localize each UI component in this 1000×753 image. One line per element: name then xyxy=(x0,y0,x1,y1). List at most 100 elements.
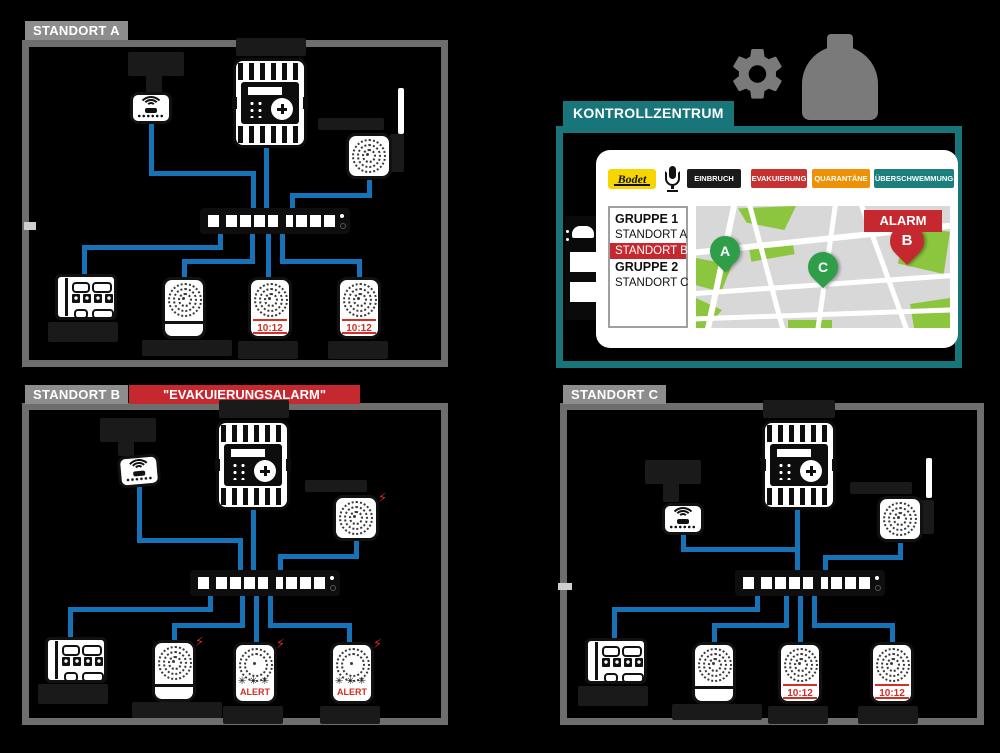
cable xyxy=(182,259,255,264)
speaker-rings xyxy=(703,653,727,677)
speaker-rings xyxy=(698,648,732,682)
speaker-rings xyxy=(883,502,917,536)
clock-navpad xyxy=(271,98,293,120)
cable xyxy=(268,623,352,628)
label-blob xyxy=(318,118,384,130)
label-blob xyxy=(38,684,108,704)
map-park xyxy=(738,206,796,230)
cable xyxy=(251,171,256,210)
border-connector xyxy=(24,222,36,230)
intercom-key xyxy=(95,657,103,666)
intercom-pill xyxy=(622,646,642,657)
cable xyxy=(795,508,800,572)
speaker-rings xyxy=(789,653,813,677)
alarm-button-evakuierung[interactable]: EVAKUIERUNG xyxy=(751,169,807,188)
label-blob xyxy=(320,706,380,724)
alarm-button-einbruch[interactable]: EINBRUCH xyxy=(687,169,741,188)
list-item-standort-b[interactable]: STANDORT B xyxy=(610,243,688,259)
speaker-clock: 10:12 xyxy=(870,642,914,704)
list-item-gruppe1[interactable]: GRUPPE 1 xyxy=(615,212,679,226)
speaker-center xyxy=(350,662,353,665)
cable xyxy=(82,245,87,275)
cable xyxy=(798,596,803,642)
map-pin-c[interactable]: C xyxy=(801,245,845,289)
switch-led xyxy=(340,214,344,218)
cable xyxy=(367,180,372,198)
site-a-box xyxy=(22,40,448,367)
cable xyxy=(354,541,359,559)
cable xyxy=(812,596,817,628)
cable xyxy=(712,623,717,642)
speaker-rings xyxy=(893,512,907,526)
speaker-rings xyxy=(352,139,386,173)
intercom-key xyxy=(602,658,610,667)
ceiling-speaker xyxy=(152,640,196,702)
clock-display xyxy=(777,449,811,457)
ceiling-speaker xyxy=(162,277,206,339)
label-blob xyxy=(763,400,835,418)
intercom-key xyxy=(73,657,81,666)
cable xyxy=(172,623,177,640)
cable xyxy=(254,596,259,642)
microphone-icon[interactable] xyxy=(664,166,680,193)
cable xyxy=(82,245,223,250)
intercom-panel xyxy=(55,274,117,320)
site-c-label: STANDORT C xyxy=(563,385,667,404)
network-switch xyxy=(190,570,340,596)
intercom-pill xyxy=(602,646,620,657)
label-blob xyxy=(850,482,912,494)
cable xyxy=(290,193,295,210)
cable xyxy=(172,623,245,628)
mic-arc xyxy=(665,171,680,186)
speaker-rings xyxy=(178,293,192,307)
speaker-rings xyxy=(173,288,197,312)
cable xyxy=(347,623,352,642)
intercom-key xyxy=(635,658,643,667)
port-gap xyxy=(813,576,821,590)
cable xyxy=(250,234,255,264)
intercom-pill xyxy=(92,309,114,319)
alarm-flash-icon: ⚡ xyxy=(276,637,286,652)
clock-keys xyxy=(231,462,247,480)
intercom-pill xyxy=(82,645,102,656)
clock-stripes xyxy=(221,488,285,505)
speaker-rings xyxy=(254,283,288,317)
alarm-button-ueberschwemmung[interactable]: ÜBERSCHWEMMUNG xyxy=(874,169,954,188)
list-item-standort-a[interactable]: STANDORT A xyxy=(615,229,688,241)
intercom-panel xyxy=(45,637,107,683)
mic-stem xyxy=(671,185,674,189)
speaker-clock: 10:12 xyxy=(337,277,381,339)
port-gap xyxy=(268,576,276,590)
list-item-gruppe2[interactable]: GRUPPE 2 xyxy=(615,260,679,274)
antenna xyxy=(926,458,932,498)
speaker-rings xyxy=(163,651,187,675)
speaker-rings xyxy=(362,149,376,163)
clock-keys xyxy=(777,462,793,480)
master-clock xyxy=(761,420,837,510)
cable xyxy=(268,596,273,628)
speaker-rings xyxy=(348,288,372,312)
border-connector xyxy=(558,583,572,590)
speaker-center xyxy=(253,662,256,665)
speaker-rings xyxy=(794,658,808,672)
list-item-standort-c[interactable]: STANDORT C xyxy=(615,277,689,289)
cable xyxy=(149,171,256,176)
wall-speaker xyxy=(346,133,392,179)
map-pin-a[interactable]: A xyxy=(703,229,747,273)
speaker-panel-split xyxy=(164,321,204,324)
cable xyxy=(182,259,187,278)
clock-stripes xyxy=(238,63,302,80)
cable xyxy=(251,508,256,572)
mic-base xyxy=(667,190,678,192)
speaker-center xyxy=(897,516,900,519)
bell-icon xyxy=(802,46,878,120)
cable xyxy=(278,554,283,572)
speaker-center xyxy=(182,297,185,300)
site-list: GRUPPE 1 STANDORT A STANDORT B GRUPPE 2 … xyxy=(608,206,688,328)
cable xyxy=(137,487,142,543)
label-blob xyxy=(305,480,367,492)
alarm-button-quarantaene[interactable]: QUARANTÄNE xyxy=(812,169,870,188)
port-gap xyxy=(278,214,286,228)
